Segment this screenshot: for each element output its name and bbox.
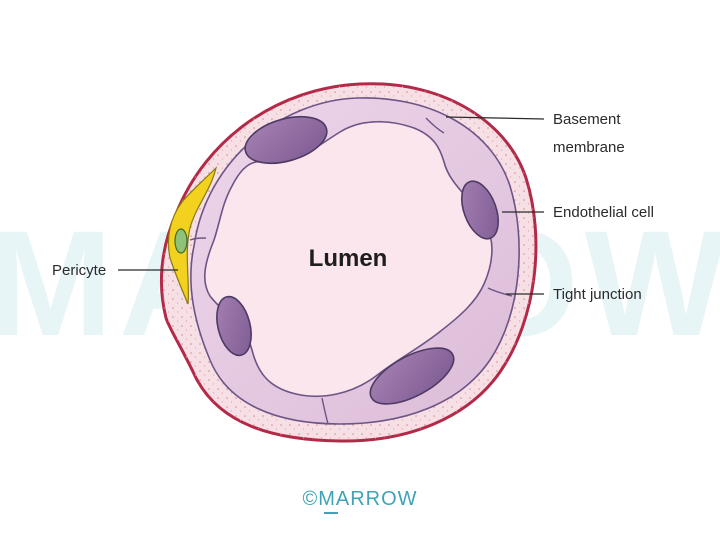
nucleus-right	[460, 180, 500, 240]
leader-basement-membrane	[445, 116, 545, 120]
basement-membrane-label-line2: membrane	[553, 139, 625, 156]
tight-junction-4	[189, 237, 207, 241]
basement-membrane-label-line1: Basement	[553, 111, 621, 128]
tight-junction-1	[425, 117, 445, 134]
brand-logo: ©MARROW	[302, 488, 417, 510]
lumen-label: Lumen	[309, 245, 388, 272]
brand-underline	[324, 512, 338, 514]
pericyte-nucleus	[174, 228, 188, 254]
lumen	[203, 120, 493, 397]
tight-junction-2	[487, 287, 513, 297]
endothelial-cell-label: Endothelial cell	[553, 204, 654, 221]
pericyte-cell	[167, 166, 218, 305]
nucleus-left	[216, 295, 252, 357]
pericyte-label: Pericyte	[52, 262, 106, 279]
nucleus-bottom	[369, 347, 455, 405]
nucleus-top	[244, 115, 328, 165]
tight-junction-3	[321, 397, 329, 425]
tight-junction-label: Tight junction	[553, 286, 642, 303]
